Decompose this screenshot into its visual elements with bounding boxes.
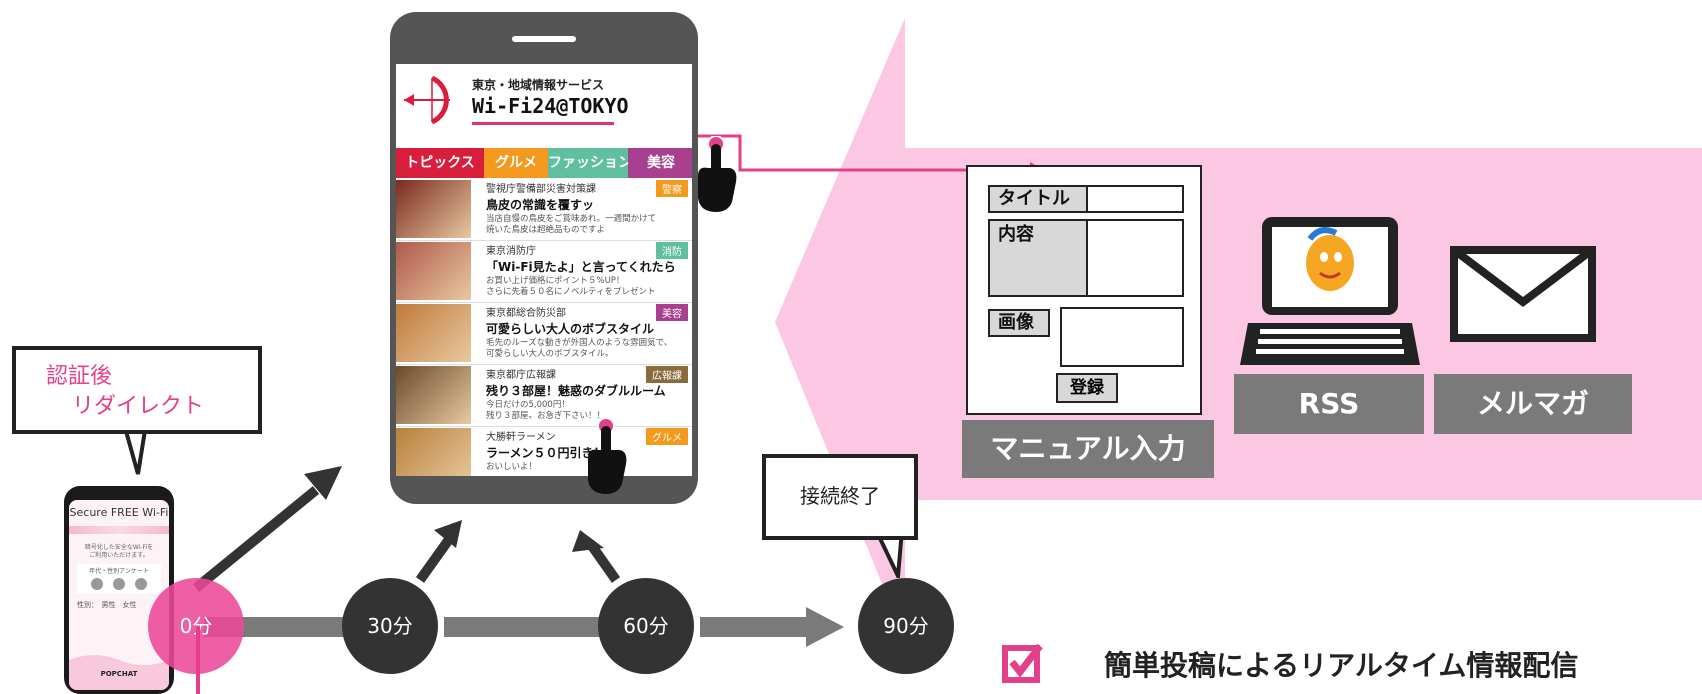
news-source: 警視庁警備部災害対策課	[486, 184, 596, 195]
content-field-label: 内容	[988, 219, 1088, 297]
news-category-tag: 美容	[656, 304, 688, 321]
phone-screen: 東京・地域情報サービス Wi-Fi24@TOKYO トピックスグルメファッション…	[396, 64, 692, 476]
news-description: 当店自慢の鳥皮をご賞味あれ。一週間かけて 焼いた鳥皮は超絶品ものですよ	[486, 214, 657, 235]
portal-survey: 年代・性別アンケート	[77, 564, 161, 594]
nav-tab[interactable]: 美容	[628, 148, 692, 178]
manual-input-form: タイトル 内容 画像 登録	[966, 165, 1202, 415]
image-field-label: 画像	[988, 309, 1050, 337]
timeline-node-60: 60分	[598, 578, 694, 674]
check-icon	[113, 578, 125, 590]
manual-input-label: マニュアル入力	[962, 420, 1214, 478]
connection-end-text: 接続終了	[800, 484, 880, 508]
site-title: Wi-Fi24@TOKYO	[472, 94, 629, 118]
news-thumbnail	[396, 304, 471, 362]
news-description: お買い上げ価格にポイント５%UP！ さらに先着５０名にノベルティをプレゼント	[486, 276, 656, 297]
portal-wave	[69, 655, 169, 690]
bow-arrow-logo-icon	[404, 75, 450, 125]
news-thumbnail	[396, 242, 471, 300]
feature-caption: 簡単投稿によるリアルタイム情報配信	[1104, 649, 1579, 682]
news-headline: 可愛らしい大人のボブスタイル	[486, 322, 655, 336]
newsletter-label: メルマガ	[1434, 374, 1632, 434]
news-item[interactable]: 東京消防庁 消防「Wi-Fi見たよ」と言ってくれたらお買い上げ価格にポイント５%U…	[396, 240, 692, 303]
timeline-node-30: 30分	[342, 578, 438, 674]
nav-tab[interactable]: ファッション	[548, 148, 628, 178]
captive-portal-screen: Secure FREE Wi-Fi 暗号化した安全なWi-Fiを ご利用いただけ…	[69, 500, 169, 690]
site-header: 東京・地域情報サービス Wi-Fi24@TOKYO	[396, 64, 692, 148]
news-description: 毛先のルーズな動きが外国人のような雰囲気で、 可愛らしい大人のボブスタイル。	[486, 338, 673, 359]
news-category-tag: 警察	[656, 180, 688, 197]
news-headline: 残り３部屋！魅惑のダブルルーム	[486, 384, 666, 398]
news-item[interactable]: 東京都庁広報課 広報課残り３部屋！魅惑のダブルルーム今日だけの5,000円！ 残り…	[396, 364, 692, 427]
smartphone-mockup: 東京・地域情報サービス Wi-Fi24@TOKYO トピックスグルメファッション…	[390, 12, 698, 504]
title-field-label: タイトル	[988, 185, 1088, 213]
news-list: 警視庁警備部災害対策課 警察鳥皮の常識を覆すッ当店自慢の鳥皮をご賞味あれ。一週間か…	[396, 178, 692, 476]
connection-end-callout: 接続終了	[762, 454, 918, 540]
check-icon	[91, 578, 103, 590]
content-field[interactable]	[1086, 219, 1184, 297]
news-description: おいしいよ！	[486, 462, 537, 472]
site-subtitle: 東京・地域情報サービス	[472, 78, 605, 92]
nav-tab[interactable]: トピックス	[396, 148, 484, 178]
news-source: 東京消防庁	[486, 246, 536, 257]
timeline-marker	[196, 626, 200, 694]
portal-strip	[69, 526, 169, 534]
news-category-tag: 消防	[656, 242, 688, 259]
news-source: 東京都庁広報課	[486, 370, 556, 381]
rss-label: RSS	[1234, 374, 1424, 434]
portal-note: 暗号化した安全なWi-Fiを ご利用いただけます。	[84, 544, 154, 559]
news-headline: 「Wi-Fi見たよ」と言ってくれたら	[486, 260, 676, 274]
brand-logo: POPCHAT	[100, 670, 138, 678]
redirect-callout: 認証後 リダイレクト	[12, 346, 262, 434]
check-icon	[135, 578, 147, 590]
news-thumbnail	[396, 366, 471, 424]
hand-pointer-icon	[588, 418, 627, 494]
gender-field: 性別： 男性 女性	[77, 601, 137, 609]
portal-title: Secure FREE Wi-Fi	[69, 506, 169, 519]
phone-speaker	[512, 36, 576, 42]
checkbox-icon	[1002, 643, 1043, 683]
news-headline: 鳥皮の常識を覆すッ	[486, 198, 595, 212]
title-underline	[472, 122, 614, 125]
news-headline: ラーメン５０円引き！	[486, 446, 606, 460]
envelope-icon	[1450, 246, 1596, 342]
hand-pointer-icon	[698, 136, 737, 212]
news-item[interactable]: 大勝軒ラーメン グルメラーメン５０円引き！ おいしいよ！	[396, 426, 692, 476]
small-phone-mockup: Secure FREE Wi-Fi 暗号化した安全なWi-Fiを ご利用いただけ…	[64, 486, 174, 694]
news-source: 東京都総合防災部	[486, 308, 566, 319]
redirect-text-line2: リダイレクト	[72, 394, 205, 419]
news-thumbnail	[396, 180, 471, 238]
news-category-tag: グルメ	[646, 428, 688, 445]
news-description: 今日だけの5,000円！ 残り３部屋。お急ぎ下さい！！	[486, 400, 606, 421]
news-thumbnail	[396, 428, 471, 476]
news-category-tag: 広報課	[646, 366, 688, 383]
category-nav: トピックスグルメファッション美容ホテル広報自由枠	[396, 148, 692, 178]
timeline-node-90: 90分	[858, 578, 954, 674]
news-item[interactable]: 警視庁警備部災害対策課 警察鳥皮の常識を覆すッ当店自慢の鳥皮をご賞味あれ。一週間か…	[396, 178, 692, 241]
nav-tab[interactable]: グルメ	[484, 148, 548, 178]
image-upload-field[interactable]	[1060, 307, 1184, 367]
register-button[interactable]: 登録	[1056, 373, 1118, 403]
title-field[interactable]	[1086, 185, 1184, 213]
news-source: 大勝軒ラーメン	[486, 432, 556, 443]
redirect-text-line1: 認証後	[46, 364, 113, 389]
laptop-icon	[1240, 217, 1420, 365]
survey-label: 年代・性別アンケート	[89, 568, 149, 575]
news-item[interactable]: 東京都総合防災部 美容可愛らしい大人のボブスタイル毛先のルーズな動きが外国人のよう…	[396, 302, 692, 365]
